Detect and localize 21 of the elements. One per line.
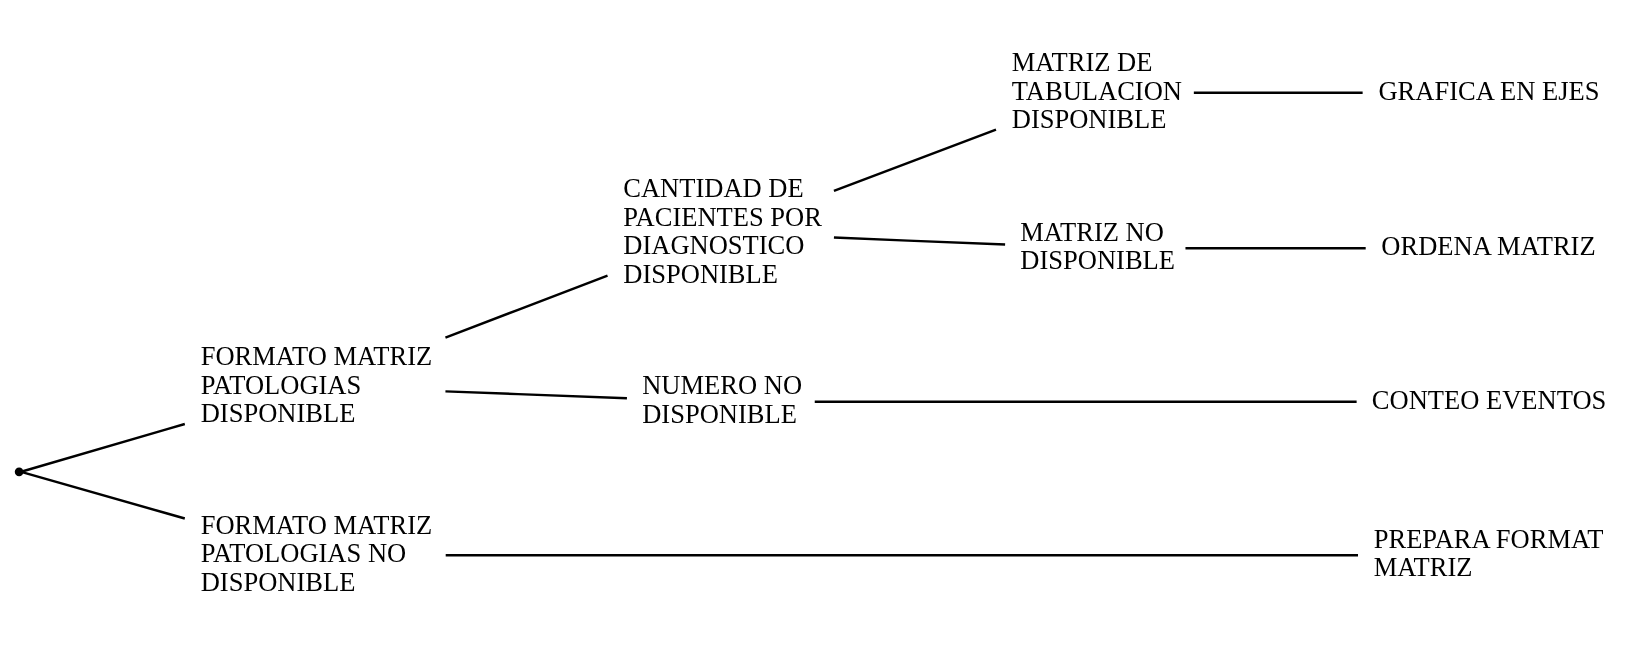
connector bbox=[445, 553, 1358, 557]
node-text: FORMATO MATRIZ PATOLOGIAS DISPONIBLE bbox=[200, 341, 433, 428]
connector bbox=[22, 471, 186, 520]
connector bbox=[814, 400, 1357, 403]
node-text: MATRIZ DE TABULACION DISPONIBLE bbox=[1011, 47, 1182, 135]
node-point bbox=[14, 467, 24, 477]
node-text: NUMERO NO DISPONIBLE bbox=[642, 370, 803, 429]
connector bbox=[1185, 246, 1366, 250]
node-text: CANTIDAD DE PACIENTES POR DIAGNOSTICO DISPONIBLE bbox=[623, 173, 822, 289]
node-text: CONTEO EVENTOS bbox=[1371, 384, 1607, 415]
connector bbox=[833, 128, 997, 193]
connector bbox=[445, 274, 608, 339]
connector bbox=[833, 236, 1006, 246]
connector bbox=[445, 390, 627, 400]
node-text: FORMATO MATRIZ PATOLOGIAS NO DISPONIBLE bbox=[200, 509, 433, 597]
node-text: PREPARA FORMAT MATRIZ bbox=[1373, 524, 1604, 583]
connector bbox=[22, 422, 186, 473]
node-text: GRAFICA EN EJES bbox=[1378, 75, 1600, 106]
node-text: MATRIZ NO DISPONIBLE bbox=[1020, 217, 1175, 276]
connector bbox=[1193, 91, 1363, 95]
node-text: ORDENA MATRIZ bbox=[1381, 231, 1596, 262]
